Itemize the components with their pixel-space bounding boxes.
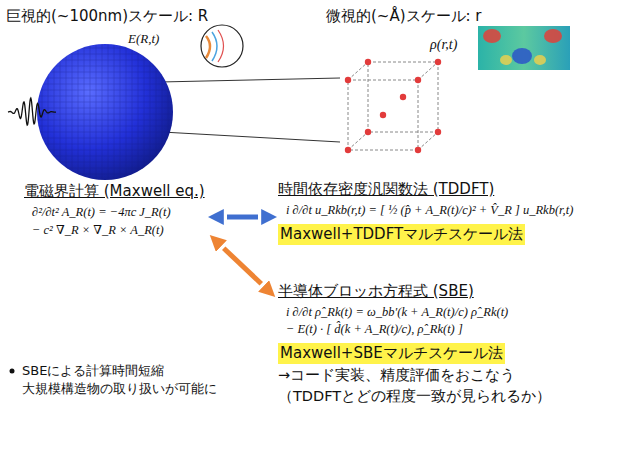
scale-heading: 巨視的(~100nm)スケール: R	[6, 6, 208, 26]
tddft-section: 時間依存密度汎関数法 (TDDFT) i ∂/∂t u_Rkb(r,t) = [ …	[270, 174, 584, 251]
density-blob	[500, 55, 512, 65]
density-blob	[483, 29, 501, 43]
equation: i ∂/∂t ρ̂_Rk(t) = ω_bb′(k + A_R(t)/c) ρ̂…	[286, 305, 554, 320]
highlight-text: Maxwell+TDDFTマルチスケール法	[278, 224, 525, 245]
cell-edge	[348, 80, 349, 150]
cell-edge	[438, 62, 439, 132]
equation: − c² ∇_R × ∇_R × A_R(t)	[32, 222, 207, 238]
section-heading: 時間依存密度汎関数法 (TDDFT)	[278, 180, 576, 199]
density-blob	[534, 55, 546, 65]
field-arc	[212, 32, 217, 61]
cell-edge	[348, 150, 418, 151]
field-inset	[201, 25, 243, 67]
cell-edge	[368, 62, 369, 132]
cell-edge	[418, 80, 419, 150]
sbe-section: 半導体ブロッホ方程式 (SBE) i ∂/∂t ρ̂_Rk(t) = ω_bb′(…	[270, 276, 562, 412]
nano-sphere	[37, 44, 173, 180]
bullet	[10, 369, 15, 374]
equation: ∂²/∂t² A_R(t) = −4πc J_R(t)	[32, 205, 207, 220]
density-map	[478, 26, 570, 70]
section-heading: 電磁界計算 (Maxwell eq.)	[24, 182, 207, 201]
bullet-note: SBEによる計算時間短縮 大規模構造物の取り扱いが可能に	[22, 362, 227, 397]
scale-heading: 微視的(~Å)スケール: r	[326, 6, 482, 26]
cell-edge	[368, 62, 438, 63]
double-arrow	[224, 248, 262, 284]
atom	[345, 147, 351, 153]
zoom-line	[162, 132, 340, 142]
cell-edge	[348, 80, 418, 81]
atom	[365, 129, 371, 135]
atom	[415, 147, 421, 153]
equation: − E(t) · [ d̂(k + A_R(t)/c), ρ̂_Rk(t) ]	[286, 322, 554, 337]
atom	[345, 77, 351, 83]
highlight-text: Maxwell+SBEマルチスケール法	[278, 343, 505, 364]
atom	[435, 129, 441, 135]
atom	[400, 94, 406, 100]
field-arc	[206, 36, 210, 58]
cell-edge	[368, 132, 438, 133]
light-pulse	[8, 98, 56, 125]
atom	[435, 59, 441, 65]
density-blob	[512, 48, 532, 64]
equation: i ∂/∂t u_Rkb(r,t) = [ ½ (p̂ + A_R(t)/c)²…	[286, 203, 576, 218]
cell-edge	[348, 62, 368, 80]
note-text: （TDDFTとどの程度一致が見られるか）	[278, 387, 554, 406]
cell-edge	[418, 132, 438, 150]
atom	[380, 112, 386, 118]
field-label: E(R,t)	[128, 30, 159, 48]
atom	[365, 59, 371, 65]
maxwell-section: 電磁界計算 (Maxwell eq.) ∂²/∂t² A_R(t) = −4πc …	[16, 176, 215, 246]
section-heading: 半導体ブロッホ方程式 (SBE)	[278, 282, 554, 301]
note-text: →コード実装、精度評価をおこなう	[278, 366, 554, 385]
zoom-line	[160, 78, 340, 82]
crystal-cell	[345, 59, 441, 153]
atom	[415, 77, 421, 83]
cell-edge	[348, 132, 368, 150]
density-label: ρ(r,t)	[430, 36, 457, 55]
cell-edge	[418, 62, 438, 80]
sphere-voxels	[37, 44, 173, 180]
density-blob	[544, 29, 562, 43]
field-arc	[218, 30, 224, 62]
double-arrow	[227, 215, 258, 220]
